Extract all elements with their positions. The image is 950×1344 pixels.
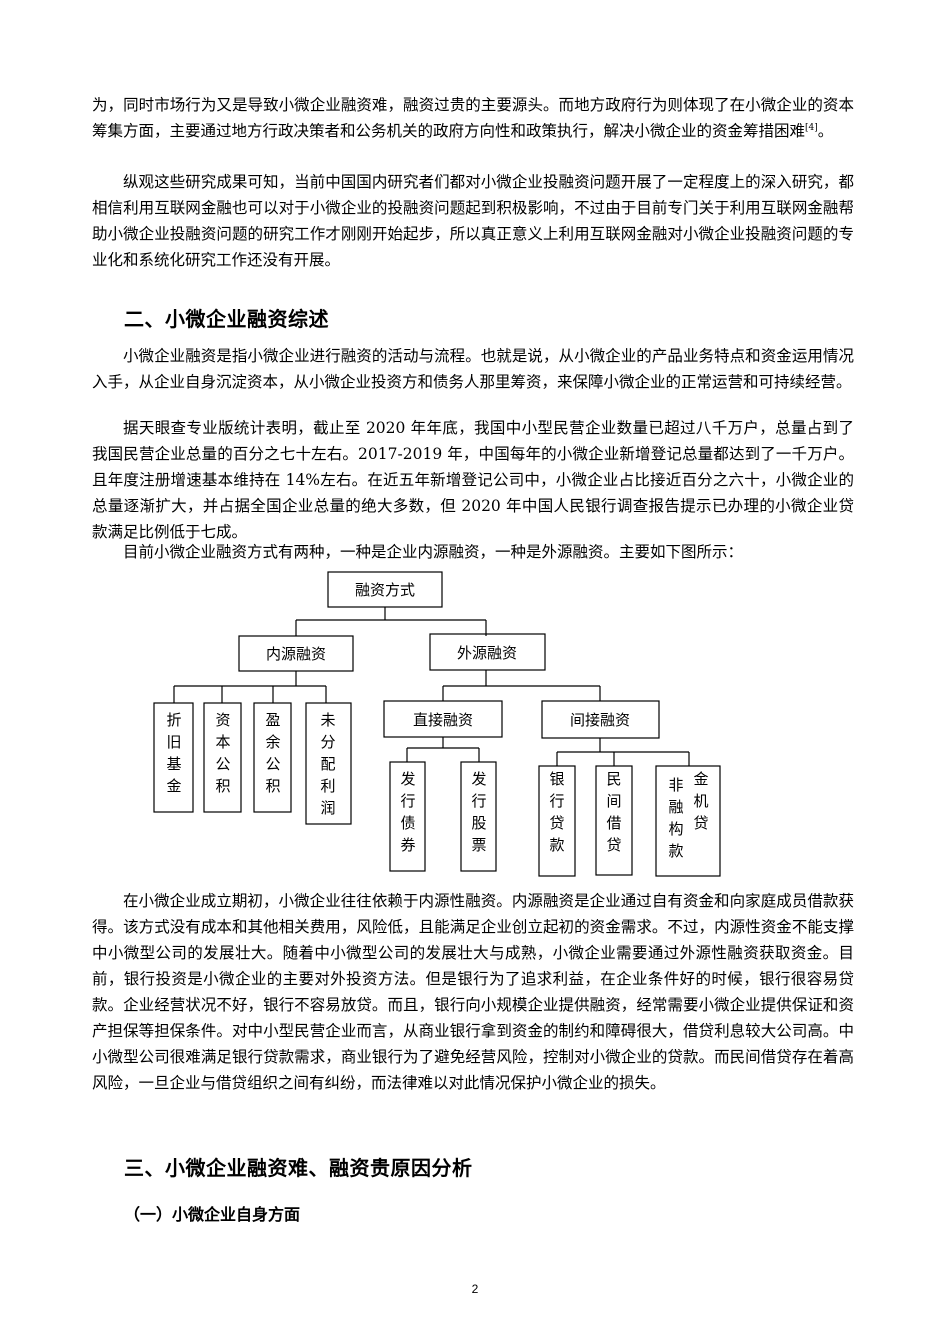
node-leaf-label: 金机贷 [693, 770, 708, 832]
node-leaf-label: 发行债券 [400, 770, 415, 854]
node-internal-leaf-box [203, 702, 242, 813]
node-internal-label: 内源融资 [266, 645, 326, 663]
node-internal-leaf-box [253, 702, 292, 813]
paragraph-continued: 为，同时市场行为又是导致小微企业融资难，融资过贵的主要源头。而地方政府行为则体现… [92, 92, 854, 144]
paragraph-figure-intro: 目前小微企业融资方式有两种，一种是企业内源融资，一种是外源融资。主要如下图所示： [123, 543, 744, 561]
node-direct-leaf-box [460, 761, 497, 872]
node-internal-leaf-box [305, 702, 352, 825]
paragraph-financing-analysis: 在小微企业成立期初，小微企业往往依赖于内源性融资。内源融资是企业通过自有资金和向… [92, 892, 854, 1092]
node-leaf-label: 盈余公积 [265, 711, 280, 795]
node-root-label: 融资方式 [355, 581, 415, 599]
node-direct-label: 直接融资 [413, 711, 473, 729]
node-internal-leaf-box [153, 702, 194, 813]
paragraph-end: 。 [817, 122, 834, 140]
section-heading-3: 三、小微企业融资难、融资贵原因分析 [124, 1156, 473, 1180]
node-external-box [429, 633, 546, 671]
node-indirect-leaf-box [655, 765, 721, 877]
page-number: 2 [471, 1282, 479, 1296]
node-leaf-label: 民间借贷 [606, 770, 621, 854]
node-leaf-label: 非融构款 [668, 776, 683, 860]
paragraph-text: 为，同时市场行为又是导致小微企业融资难，融资过贵的主要源头。而地方政府行为则体现… [92, 96, 854, 140]
node-indirect-leaf-box [595, 765, 633, 876]
node-indirect-leaf-box [538, 765, 576, 877]
financing-methods-diagram: 融资方式 内源融资 外源融资 直接融资 间接融资 折旧基金 资本公积 盈余公积 未分配… [153, 571, 721, 877]
node-leaf-label: 资本公积 [215, 711, 230, 795]
paragraph-financing-definition: 小微企业融资是指小微企业进行融资的活动与流程。也就是说，从小微企业的产品业务特点… [92, 347, 854, 391]
citation-ref: [4] [805, 122, 818, 133]
node-leaf-label: 发行股票 [471, 770, 486, 854]
node-leaf-label: 折旧基金 [166, 711, 181, 795]
subsection-heading: （一）小微企业自身方面 [124, 1205, 301, 1224]
node-leaf-label: 银行贷款 [549, 770, 564, 854]
node-leaf-label: 未分配利润 [320, 711, 335, 817]
section-heading-2: 二、小微企业融资综述 [124, 307, 329, 331]
node-indirect-label: 间接融资 [570, 711, 630, 729]
node-direct-leaf-box [389, 761, 426, 872]
node-external-label: 外源融资 [457, 644, 517, 662]
paragraph-statistics: 据天眼查专业版统计表明，截止至 2020 年年底，我国中小型民营企业数量已超过八… [92, 419, 854, 541]
paragraph-research-summary: 纵观这些研究成果可知，当前中国国内研究者们都对小微企业投融资问题开展了一定程度上… [92, 173, 854, 269]
